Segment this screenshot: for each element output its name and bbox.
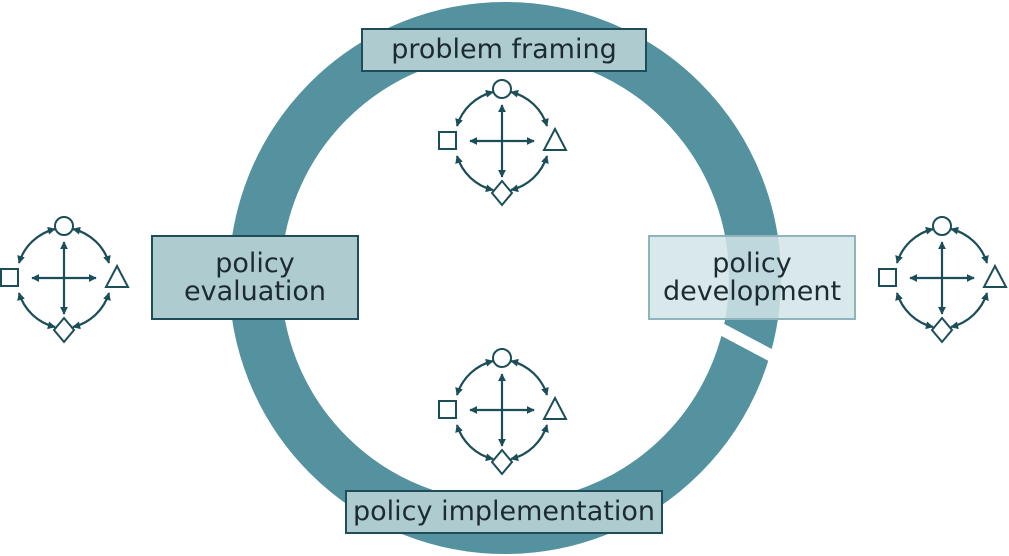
stakeholder-exchange-icon — [439, 80, 566, 205]
stage-label: problem framing — [391, 34, 617, 66]
stage-label: policy development — [662, 247, 842, 307]
stakeholder-exchange-icon — [879, 217, 1006, 342]
stage-policy-development: policy development — [648, 235, 856, 320]
stage-policy-evaluation: policy evaluation — [151, 235, 359, 320]
stage-problem-framing: problem framing — [361, 28, 647, 72]
stage-label: policy implementation — [353, 496, 655, 528]
stage-label: policy evaluation — [183, 247, 326, 307]
stakeholder-exchange-icon — [439, 349, 566, 474]
stakeholder-exchange-icon — [1, 217, 128, 342]
stage-policy-implementation: policy implementation — [345, 490, 663, 534]
